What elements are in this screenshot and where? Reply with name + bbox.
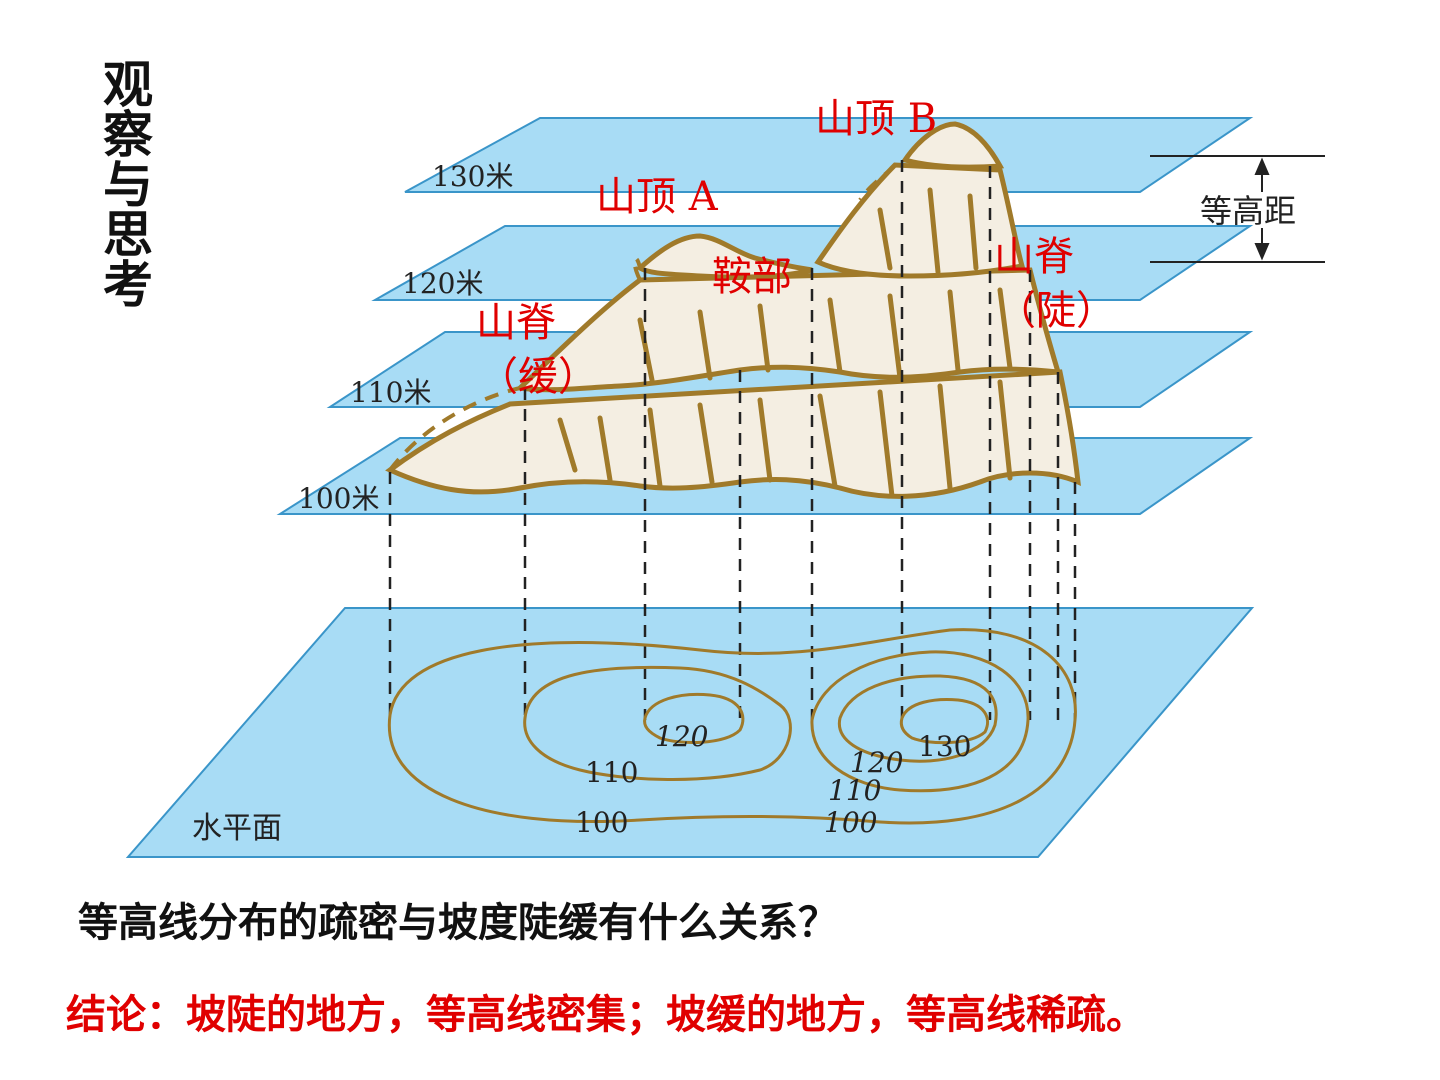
mountain-band-100 [385, 369, 1081, 499]
contour-110-left [523, 665, 792, 781]
annotation-peak-a: 山顶 A [596, 174, 719, 220]
contour-label-left-120: 120 [655, 720, 708, 753]
annotation-ridge-right: 山脊 [994, 234, 1074, 280]
question-text: 等高线分布的疏密与坡度陡缓有什么关系？ [78, 900, 838, 946]
plane-130 [404, 117, 1254, 193]
contour-100 [387, 628, 1077, 825]
annotation-saddle: 鞍部 [712, 254, 792, 300]
contour-130 [899, 698, 990, 745]
annotation-ridge-left-note: （缓） [478, 354, 598, 400]
plane-label-110: 110米 [350, 376, 431, 409]
contour-120-left [643, 692, 745, 745]
contour-label-left-100: 100 [575, 806, 628, 839]
contour-110-right [810, 650, 1030, 793]
plane-label-130: 130米 [432, 160, 513, 193]
peak-a-top [635, 233, 813, 280]
conclusion-text: 结论：坡陡的地方，等高线密集；坡缓的地方，等高线稀疏。 [66, 992, 1146, 1038]
contour-label-right-120: 120 [850, 746, 903, 779]
contour-label-right-130: 130 [918, 730, 971, 763]
slide-title: 观察与思考 [95, 58, 153, 308]
peak-b-top [900, 121, 1005, 170]
contour-diagram: 120 110 100 130 120 110 100 130米 120米 11… [125, 96, 1325, 858]
mountain [385, 121, 1081, 499]
contour-label-left-110: 110 [585, 756, 638, 789]
annotation-ridge-left: 山脊 [476, 300, 556, 346]
peak-b-band [814, 162, 1026, 279]
base-plane [125, 607, 1255, 858]
projection-lines [388, 160, 1077, 720]
interval-marker [1150, 155, 1325, 263]
interval-label: 等高距 [1200, 192, 1296, 230]
plane-label-100: 100米 [298, 482, 379, 515]
contour-lines [387, 628, 1077, 825]
annotation-ridge-right-note: （陡） [996, 288, 1116, 334]
contour-label-right-100: 100 [824, 806, 877, 839]
plane-label-120: 120米 [402, 267, 483, 300]
contour-label-right-110: 110 [828, 774, 881, 807]
base-plane-label: 水平面 [192, 811, 282, 846]
annotation-peak-b: 山顶 B [815, 96, 937, 142]
contour-120-right [837, 674, 998, 763]
